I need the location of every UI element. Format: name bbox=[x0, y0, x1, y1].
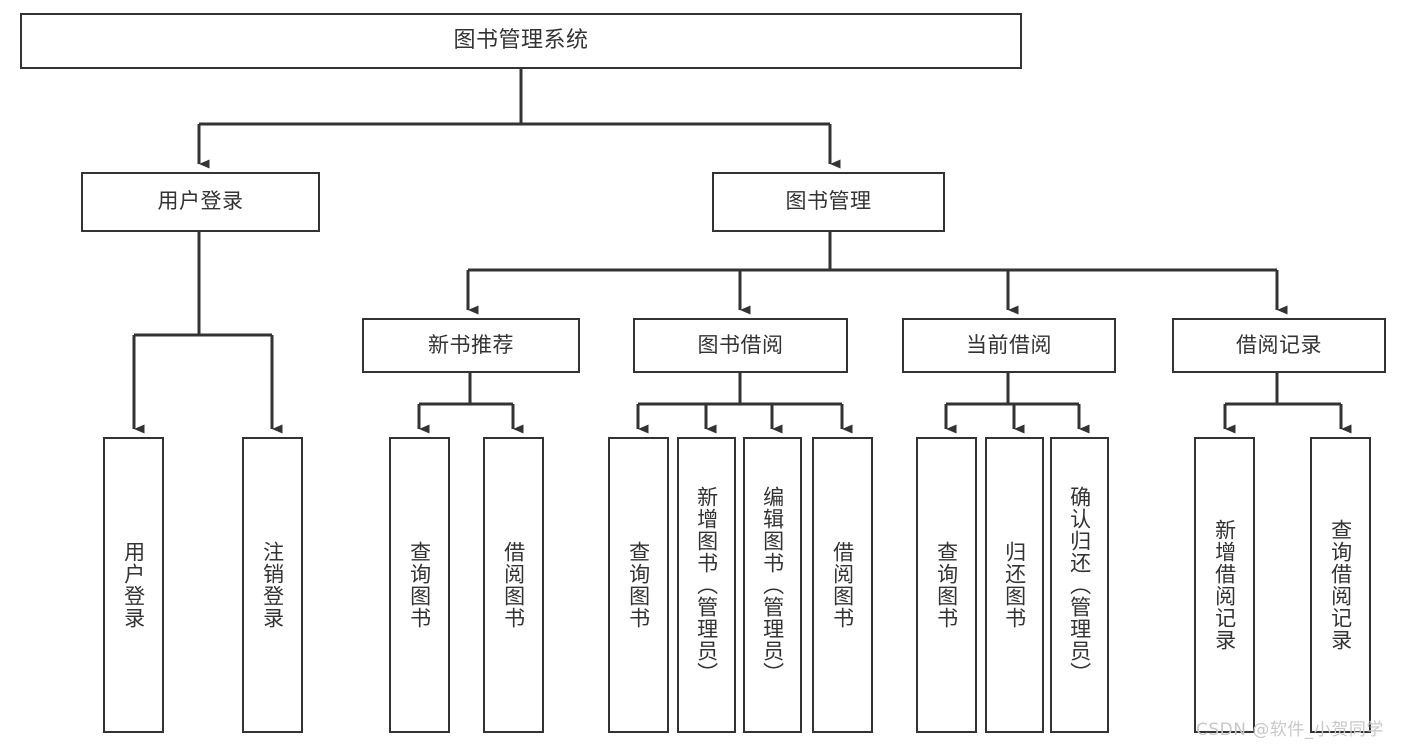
node-leaf-edit-book-admin[interactable]: 编辑图书（管理员） bbox=[743, 437, 802, 733]
node-leaf-add-book-admin-label: 新增图书（管理员） bbox=[694, 486, 719, 684]
node-book-management-label: 图书管理 bbox=[785, 189, 872, 214]
node-leaf-borrow-books-recommend-label: 借阅图书 bbox=[501, 541, 526, 629]
node-leaf-user-login-label: 用户登录 bbox=[121, 541, 146, 629]
node-book-management[interactable]: 图书管理 bbox=[712, 172, 945, 232]
node-leaf-confirm-return-admin-label: 确认归还（管理员） bbox=[1067, 486, 1092, 684]
node-leaf-logout-login-label: 注销登录 bbox=[260, 541, 285, 629]
node-borrow-record[interactable]: 借阅记录 bbox=[1172, 318, 1386, 373]
node-leaf-user-login[interactable]: 用户登录 bbox=[103, 437, 164, 733]
node-leaf-logout-login[interactable]: 注销登录 bbox=[242, 437, 303, 733]
node-leaf-add-borrow-record-label: 新增借阅记录 bbox=[1212, 519, 1237, 651]
node-leaf-query-books-recommend[interactable]: 查询图书 bbox=[389, 437, 450, 733]
node-user-login-label: 用户登录 bbox=[157, 189, 244, 214]
node-current-borrow-label: 当前借阅 bbox=[966, 332, 1052, 357]
node-leaf-query-books-recommend-label: 查询图书 bbox=[407, 541, 432, 629]
node-new-book-recommend-label: 新书推荐 bbox=[428, 332, 514, 357]
node-leaf-query-books-current-label: 查询图书 bbox=[934, 541, 959, 629]
node-leaf-add-borrow-record[interactable]: 新增借阅记录 bbox=[1194, 437, 1255, 733]
node-new-book-recommend[interactable]: 新书推荐 bbox=[362, 318, 580, 373]
node-root-label: 图书管理系统 bbox=[453, 27, 589, 53]
node-leaf-query-books-borrow-label: 查询图书 bbox=[626, 541, 651, 629]
node-leaf-borrow-books-recommend[interactable]: 借阅图书 bbox=[483, 437, 544, 733]
node-root[interactable]: 图书管理系统 bbox=[20, 13, 1022, 69]
node-user-login[interactable]: 用户登录 bbox=[81, 172, 320, 232]
node-book-borrow[interactable]: 图书借阅 bbox=[633, 318, 848, 373]
node-leaf-return-books[interactable]: 归还图书 bbox=[985, 437, 1044, 733]
node-leaf-query-books-current[interactable]: 查询图书 bbox=[916, 437, 977, 733]
node-leaf-borrow-books-borrow[interactable]: 借阅图书 bbox=[812, 437, 873, 733]
node-book-borrow-label: 图书借阅 bbox=[697, 332, 784, 357]
node-leaf-query-borrow-record[interactable]: 查询借阅记录 bbox=[1310, 437, 1371, 733]
node-leaf-query-borrow-record-label: 查询借阅记录 bbox=[1328, 519, 1353, 651]
node-leaf-add-book-admin[interactable]: 新增图书（管理员） bbox=[677, 437, 736, 733]
node-leaf-edit-book-admin-label: 编辑图书（管理员） bbox=[760, 486, 785, 684]
node-leaf-confirm-return-admin[interactable]: 确认归还（管理员） bbox=[1050, 437, 1109, 733]
node-current-borrow[interactable]: 当前借阅 bbox=[902, 318, 1116, 373]
node-leaf-borrow-books-borrow-label: 借阅图书 bbox=[830, 541, 855, 629]
node-leaf-return-books-label: 归还图书 bbox=[1002, 541, 1027, 629]
node-leaf-query-books-borrow[interactable]: 查询图书 bbox=[608, 437, 669, 733]
node-borrow-record-label: 借阅记录 bbox=[1236, 332, 1322, 357]
